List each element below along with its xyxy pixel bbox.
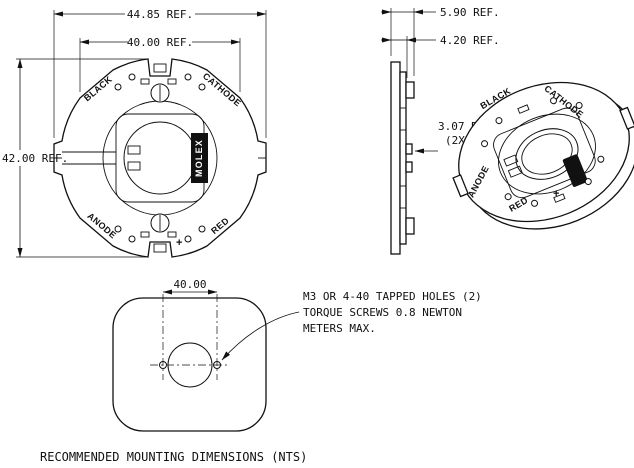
front-plus-mark: +	[176, 237, 182, 249]
side-mid-step-upper	[405, 143, 413, 155]
mounting-caption: RECOMMENDED MOUNTING DIMENSIONS (NTS)	[40, 450, 307, 464]
center-aperture	[123, 121, 197, 195]
note-line-3: METERS MAX.	[303, 322, 376, 335]
front-view: MOLEX BLACK CATHODE ANODE RED +	[2, 8, 267, 258]
molex-connector	[191, 133, 208, 183]
note-line-1: M3 OR 4-40 TAPPED HOLES (2)	[303, 290, 482, 303]
tapped-hole-note: M3 OR 4-40 TAPPED HOLES (2) TORQUE SCREW…	[221, 290, 482, 361]
side-bottom-tab	[405, 217, 415, 235]
dim-5-90: 5.90 REF.	[381, 6, 500, 76]
dim-44-85-text: 44.85 REF.	[127, 8, 193, 21]
iso-molex-connector	[562, 154, 588, 187]
iso-module-outline	[493, 107, 596, 199]
dim-40-00-ref: 40.00 REF.	[79, 36, 241, 92]
side-mid-step-lower	[405, 161, 413, 173]
iso-right-tab	[619, 106, 634, 130]
side-main-plate	[390, 61, 401, 255]
dim-40-00-mounting-text: 40.00	[173, 278, 206, 291]
contact-upper	[127, 145, 141, 155]
iso-aperture-step	[521, 133, 573, 175]
top-key-notch	[153, 63, 167, 73]
iso-recess-ring	[498, 113, 596, 195]
vent-holes-top	[114, 73, 206, 91]
iso-contact-upper	[503, 154, 519, 167]
side-second-plate	[399, 71, 407, 245]
isometric-view: BLACK CATHODE ANODE RED +	[452, 81, 634, 230]
dim-40-00-ref-text: 40.00 REF.	[127, 36, 193, 49]
note-line-2: TORQUE SCREWS 0.8 NEWTON	[303, 306, 462, 319]
dim-44-85: 44.85 REF.	[53, 8, 267, 138]
iso-left-tab	[452, 174, 469, 198]
dim-42-00-text: 42.00 REF.	[2, 152, 68, 165]
side-top-tab	[405, 81, 415, 99]
dim-5-90-text: 5.90 REF.	[440, 6, 500, 19]
iso-contact-lower	[507, 165, 523, 178]
vent-holes-bottom	[114, 225, 206, 243]
contact-lower	[127, 161, 141, 171]
iso-plus-mark: +	[553, 188, 559, 200]
dim-40-00-mounting: 40.00	[162, 278, 218, 295]
bottom-key-notch	[153, 243, 167, 253]
dim-4-20-text: 4.20 REF.	[440, 34, 500, 47]
iso-vent-holes	[481, 97, 605, 207]
molex-label: MOLEX	[194, 139, 204, 177]
dim-4-20: 4.20 REF.	[381, 34, 500, 78]
mounting-view: 40.00 M3 OR 4-40 TAPPED HOLES (2) TORQUE…	[40, 278, 482, 464]
dim-42-00: 42.00 REF.	[2, 58, 146, 258]
note-leader-line	[221, 311, 300, 361]
side-view: 5.90 REF. 4.20 REF. 3.07 REF. (2X)	[381, 6, 500, 255]
